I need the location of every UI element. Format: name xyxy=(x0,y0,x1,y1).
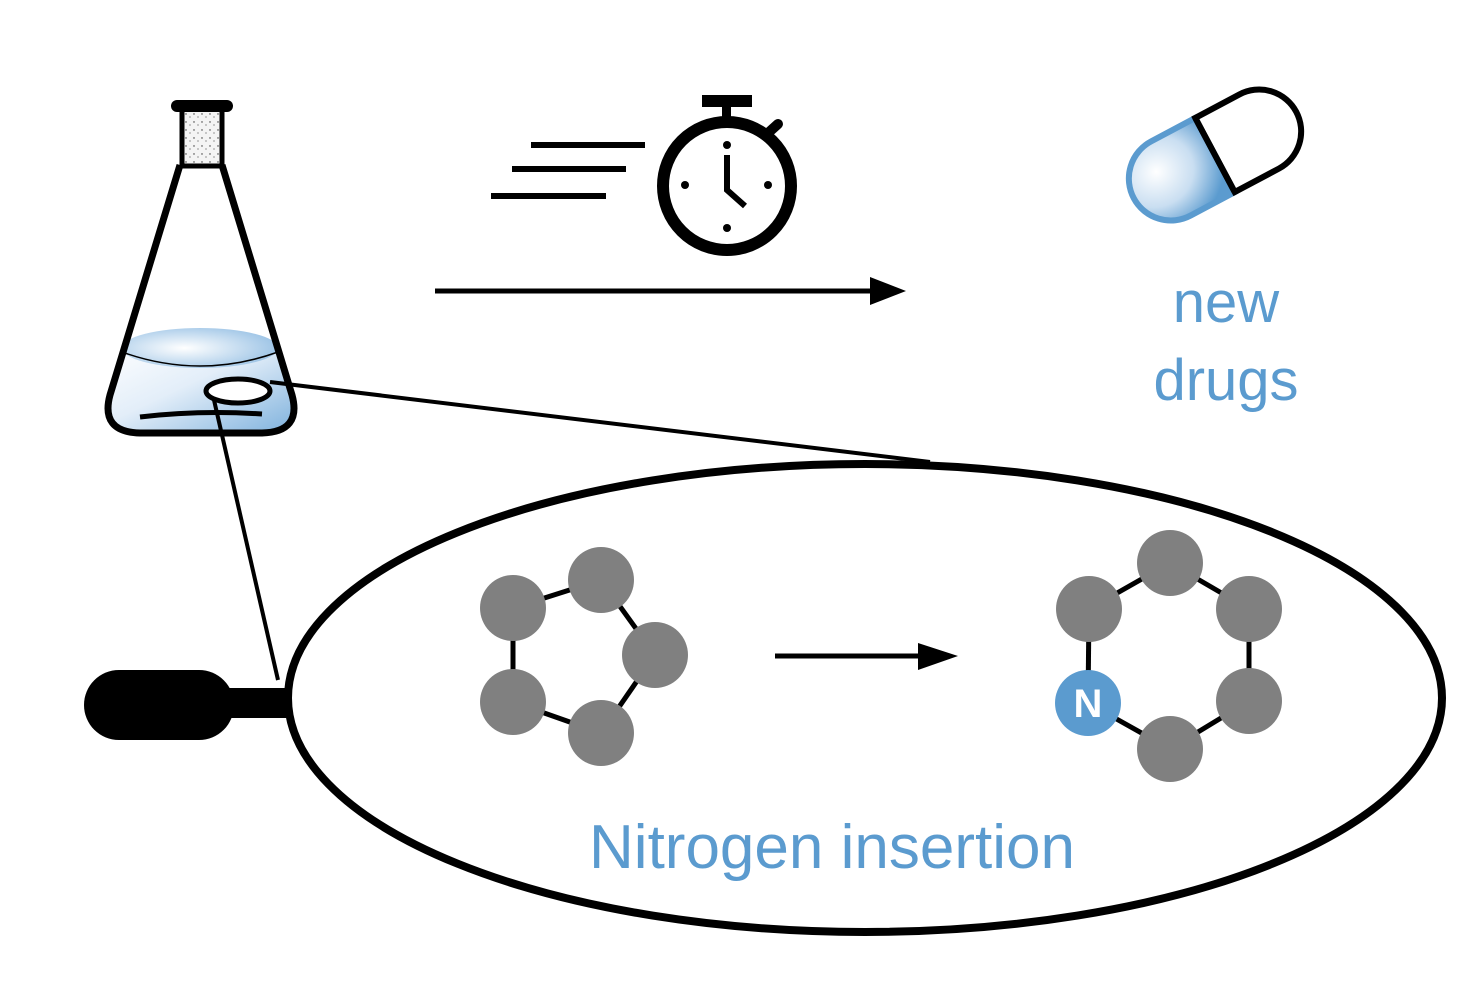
nitrogen-atom-label: N xyxy=(1074,682,1103,726)
flask-rim xyxy=(171,100,233,112)
nitrogen-atom xyxy=(1055,670,1121,736)
magnifying-glass-icon xyxy=(84,670,292,740)
zoom-line-upper xyxy=(269,380,931,464)
speed-lines-icon xyxy=(491,142,645,199)
stir-bar xyxy=(139,410,263,420)
capsule-pill-icon xyxy=(1125,86,1305,224)
product-label-line1: new xyxy=(1173,270,1281,335)
carbon-atom xyxy=(1216,576,1282,642)
magnifier-handle xyxy=(84,670,234,740)
flask-cork xyxy=(179,105,225,169)
zoom-line-lower xyxy=(212,399,280,681)
reactant-five-ring xyxy=(480,547,688,766)
flask-glass xyxy=(104,163,298,437)
carbon-atom xyxy=(1216,668,1282,734)
carbon-atom xyxy=(480,669,546,735)
magnifier-lens-small xyxy=(203,376,273,406)
process-label: Nitrogen insertion xyxy=(589,813,1075,882)
product-label-line2: drugs xyxy=(1153,348,1298,413)
carbon-atom xyxy=(1137,716,1203,782)
carbon-atom xyxy=(480,575,546,641)
carbon-atom xyxy=(568,547,634,613)
product-six-ring: N xyxy=(1055,530,1282,782)
flask-liquid-surface xyxy=(122,328,278,368)
carbon-atom xyxy=(568,700,634,766)
erlenmeyer-flask-icon xyxy=(104,100,298,437)
reaction-arrow xyxy=(435,277,906,305)
stopwatch-icon xyxy=(657,95,797,256)
carbon-atom xyxy=(1137,530,1203,596)
carbon-atom xyxy=(622,622,688,688)
ring-expansion-arrow xyxy=(775,643,958,670)
carbon-atom xyxy=(1056,576,1122,642)
flask-liquid xyxy=(106,343,294,432)
